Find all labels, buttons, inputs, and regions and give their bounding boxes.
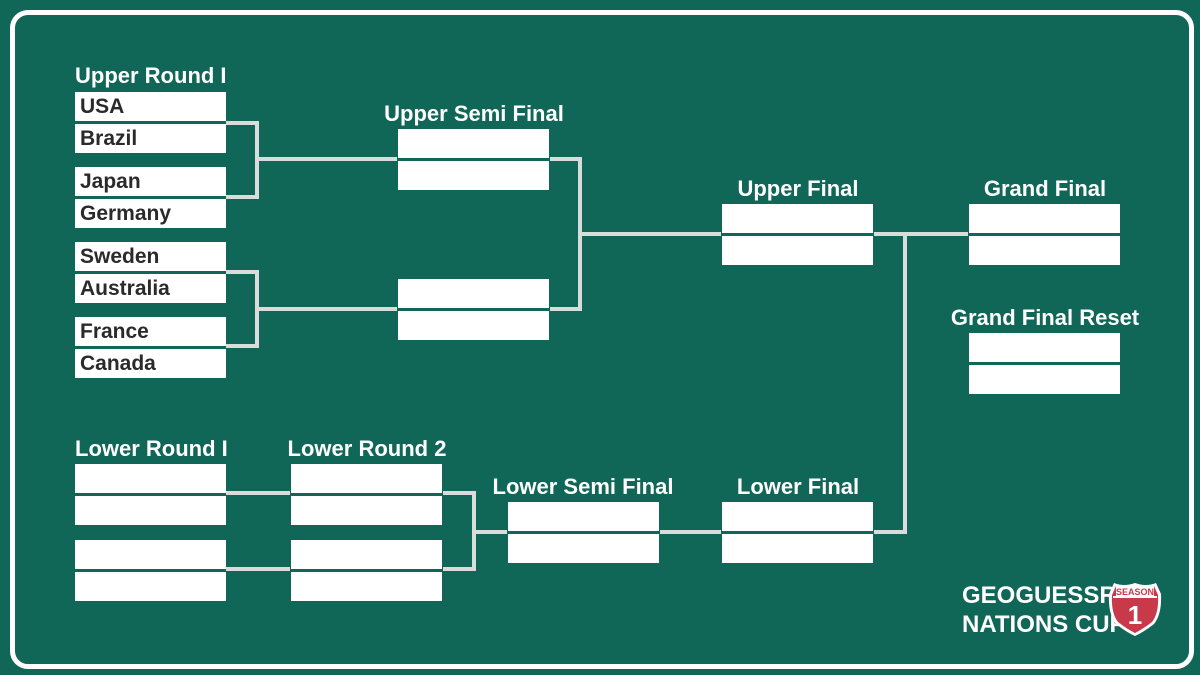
badge-label: SEASON xyxy=(1115,587,1154,597)
round-label-lower-final: Lower Final xyxy=(736,474,860,499)
geoguessr-nations-cup-logo: GEOGUESSR NATIONS CUP SEASON 1 xyxy=(962,580,1162,640)
empty-slot[interactable] xyxy=(722,534,873,563)
empty-slot[interactable] xyxy=(398,129,549,158)
empty-slot[interactable] xyxy=(398,161,549,190)
round-label-upper-round-1: Upper Round I xyxy=(75,63,227,88)
empty-slot[interactable] xyxy=(969,204,1120,233)
round-label-lower-semi-final: Lower Semi Final xyxy=(492,474,674,499)
logo-line-2: NATIONS CUP xyxy=(962,611,1126,638)
empty-slot[interactable] xyxy=(969,365,1120,394)
empty-slot[interactable] xyxy=(508,534,659,563)
connector-lf-to-gf xyxy=(874,234,907,534)
empty-slot[interactable] xyxy=(75,496,226,525)
empty-slot[interactable] xyxy=(398,311,549,340)
season-shield-icon: SEASON 1 xyxy=(1106,580,1164,638)
empty-slot[interactable] xyxy=(722,204,873,233)
empty-slot[interactable] xyxy=(291,540,442,569)
logo-line-1: GEOGUESSR xyxy=(962,582,1117,609)
round-label-upper-semi-final: Upper Semi Final xyxy=(384,101,564,126)
empty-slot[interactable] xyxy=(291,464,442,493)
empty-slot[interactable] xyxy=(75,464,226,493)
round-label-grand-final-reset: Grand Final Reset xyxy=(950,305,1140,330)
empty-slot[interactable] xyxy=(291,572,442,601)
round-label-lower-round-2: Lower Round 2 xyxy=(287,436,447,461)
empty-slot[interactable] xyxy=(75,572,226,601)
empty-slot[interactable] xyxy=(969,333,1120,362)
connector-ur1-m3 xyxy=(226,270,259,348)
empty-slot[interactable] xyxy=(722,236,873,265)
empty-slot[interactable] xyxy=(969,236,1120,265)
empty-slot[interactable] xyxy=(722,502,873,531)
empty-slot[interactable] xyxy=(398,279,549,308)
connector-usf xyxy=(550,157,582,311)
empty-slot[interactable] xyxy=(75,540,226,569)
connector-ur1-m1 xyxy=(226,121,259,199)
connector-lr2 xyxy=(443,491,476,571)
round-label-lower-round-1: Lower Round I xyxy=(75,436,228,461)
round-label-upper-final: Upper Final xyxy=(737,176,859,201)
team-slot[interactable]: Sweden xyxy=(75,242,226,271)
team-slot[interactable]: Brazil xyxy=(75,124,226,153)
empty-slot[interactable] xyxy=(291,496,442,525)
team-slot[interactable]: Japan xyxy=(75,167,226,196)
team-slot[interactable]: Australia xyxy=(75,274,226,303)
round-label-grand-final: Grand Final xyxy=(983,176,1107,201)
team-slot[interactable]: Canada xyxy=(75,349,226,378)
team-slot[interactable]: Germany xyxy=(75,199,226,228)
team-slot[interactable]: France xyxy=(75,317,226,346)
badge-number: 1 xyxy=(1127,600,1143,630)
empty-slot[interactable] xyxy=(508,502,659,531)
team-slot[interactable]: USA xyxy=(75,92,226,121)
